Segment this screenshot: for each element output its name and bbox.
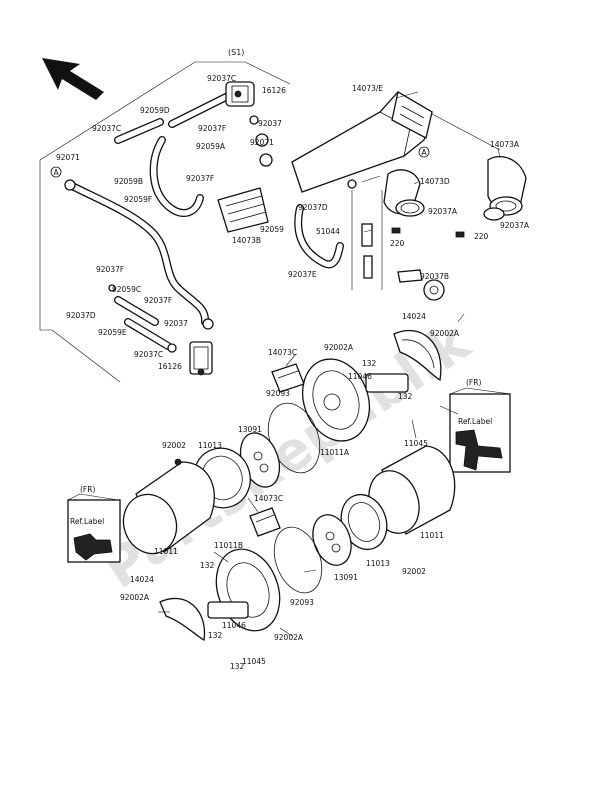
ref-label-left: Ref.Label [70, 517, 104, 526]
svg-text:14073A: 14073A [490, 140, 520, 149]
svg-text:92071: 92071 [56, 153, 80, 162]
svg-text:11013: 11013 [366, 559, 390, 568]
bolt-220 [391, 227, 465, 238]
svg-text:11045: 11045 [404, 439, 428, 448]
gasket-92093-lower [273, 526, 323, 594]
svg-text:14073B: 14073B [232, 236, 261, 245]
svg-text:92093: 92093 [266, 389, 290, 398]
backplate-11011A [302, 358, 409, 442]
svg-text:14073C: 14073C [254, 494, 283, 503]
svg-text:92002A: 92002A [120, 593, 150, 602]
svg-text:16126: 16126 [158, 362, 182, 371]
svg-text:11011: 11011 [420, 531, 444, 540]
svg-text:13091: 13091 [334, 573, 358, 582]
gear-icon [423, 279, 445, 301]
fr-reference-box-left [67, 493, 121, 563]
svg-text:92037: 92037 [258, 119, 282, 128]
intake-rubber-14073D [383, 169, 425, 217]
kit-boundary [39, 61, 291, 383]
air-cleaner-housing-left [122, 458, 215, 555]
svg-text:92037B: 92037B [420, 272, 449, 281]
svg-text:132: 132 [200, 561, 215, 570]
svg-text:11011B: 11011B [214, 541, 243, 550]
svg-text:92059C: 92059C [112, 285, 141, 294]
svg-text:92037F: 92037F [96, 265, 124, 274]
ref-label-right: Ref.Label [458, 417, 492, 426]
svg-text:132: 132 [362, 359, 377, 368]
duct-14073A [487, 155, 527, 216]
svg-text:16126: 16126 [262, 86, 286, 95]
svg-text:92071: 92071 [250, 138, 274, 147]
svg-text:92002A: 92002A [274, 633, 304, 642]
air-switching-valve-bottom [189, 341, 213, 376]
svg-text:92093: 92093 [290, 598, 314, 607]
svg-text:92037F: 92037F [144, 296, 172, 305]
direction-arrow-icon [42, 58, 104, 100]
vacuum-hose-assembly [66, 92, 344, 350]
fr-label-left: (FR) [80, 485, 95, 494]
kit-label: (S1) [228, 48, 244, 57]
svg-text:13091: 13091 [238, 425, 262, 434]
svg-text:92037F: 92037F [198, 124, 226, 133]
svg-text:92002A: 92002A [324, 343, 354, 352]
svg-text:11045: 11045 [242, 657, 266, 666]
air-duct-14073E [291, 90, 433, 193]
svg-text:92059A: 92059A [196, 142, 226, 151]
drain-assembly-51044 [347, 179, 383, 290]
svg-text:11046: 11046 [348, 372, 372, 381]
leader-lines [158, 91, 501, 637]
clamp-92037A [483, 207, 505, 221]
svg-text:14024: 14024 [402, 312, 426, 321]
fr-label-right: (FR) [466, 378, 481, 387]
svg-text:14073C: 14073C [268, 348, 297, 357]
svg-text:11046: 11046 [222, 621, 246, 630]
svg-text:92059F: 92059F [124, 195, 152, 204]
svg-text:132: 132 [230, 662, 245, 671]
svg-text:92037D: 92037D [298, 203, 328, 212]
svg-text:220: 220 [390, 239, 405, 248]
svg-text:92037A: 92037A [428, 207, 458, 216]
reference-marker-a: A A [50, 146, 430, 178]
filter-14073B [217, 187, 269, 233]
svg-text:92037A: 92037A [500, 221, 530, 230]
air-switching-valve-top [225, 81, 255, 107]
svg-text:92059: 92059 [260, 225, 284, 234]
svg-text:11013: 11013 [198, 441, 222, 450]
svg-text:92037F: 92037F [186, 174, 214, 183]
cover-14024-left [159, 597, 206, 642]
hose-clamps [64, 115, 273, 353]
clip-92037B [397, 269, 423, 283]
svg-text:92059D: 92059D [140, 106, 170, 115]
svg-text:11011A: 11011A [320, 448, 350, 457]
svg-text:132: 132 [208, 631, 223, 640]
backplate-11011B [207, 548, 281, 632]
plate-13091-lower [312, 514, 352, 566]
svg-text:92037E: 92037E [288, 270, 317, 279]
svg-text:132: 132 [398, 392, 413, 401]
fr-reference-box-right [449, 387, 511, 473]
cover-14024-right [393, 329, 442, 382]
filter-14073C-lower [249, 507, 281, 537]
svg-text:51044: 51044 [316, 227, 340, 236]
svg-text:92037C: 92037C [92, 124, 121, 133]
svg-text:92002: 92002 [402, 567, 426, 576]
svg-text:14073/E: 14073/E [352, 84, 383, 93]
svg-text:11011: 11011 [154, 547, 178, 556]
svg-text:92037C: 92037C [134, 350, 163, 359]
svg-text:14024: 14024 [130, 575, 154, 584]
svg-text:14073D: 14073D [420, 177, 450, 186]
svg-text:92002: 92002 [162, 441, 186, 450]
svg-text:92059B: 92059B [114, 177, 143, 186]
svg-text:220: 220 [474, 232, 489, 241]
svg-text:92059E: 92059E [98, 328, 127, 337]
svg-text:A: A [422, 148, 428, 157]
svg-text:92037D: 92037D [66, 311, 96, 320]
callout-labels: 92037C 16126 92059D 92037C 92037F 92037 … [56, 74, 530, 671]
filter-14073C-upper [271, 363, 305, 393]
svg-text:92002A: 92002A [430, 329, 460, 338]
svg-text:A: A [54, 168, 60, 177]
svg-text:92037C: 92037C [207, 74, 236, 83]
svg-text:92037: 92037 [164, 319, 188, 328]
